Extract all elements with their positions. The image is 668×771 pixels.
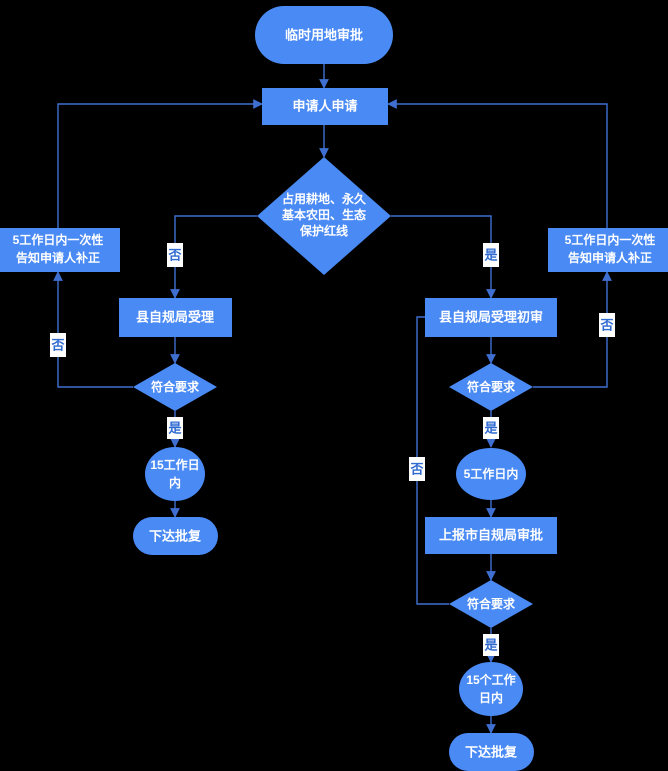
edge-label-left-meets-yes-bg xyxy=(167,417,183,439)
node-left-meets-requirements[interactable]: 符合要求 xyxy=(133,363,217,411)
node-right-notify-correct-line1: 5工作日内一次性 xyxy=(565,232,656,247)
node-county-bureau-accept-shape xyxy=(119,298,232,337)
node-left-fifteen-working-days[interactable]: 15工作日 内 xyxy=(145,447,205,501)
node-left-notify-correct-line2: 告知申请人补正 xyxy=(16,250,100,265)
node-county-bureau-accept-review[interactable]: 县自规局受理初审 xyxy=(425,298,557,337)
edge-label-left-meets-yes: 是 xyxy=(167,417,183,439)
connector-right-correct-to-apply xyxy=(387,99,608,228)
node-county-bureau-accept-review-shape xyxy=(425,298,557,337)
node-city-meets-requirements-shape xyxy=(449,580,533,628)
edge-label-decision-no-bg xyxy=(167,243,183,267)
node-city-meets-requirements-label: 符合要求 xyxy=(467,596,516,611)
node-county-bureau-accept-label: 县自规局受理 xyxy=(136,309,214,324)
node-left-notify-correct-line1: 5工作日内一次性 xyxy=(13,232,104,247)
node-report-city-bureau-approval-label: 上报市自规局审批 xyxy=(439,527,543,542)
node-decision-land-use-line1: 占用耕地、永久 xyxy=(282,191,367,206)
node-applicant-apply[interactable]: 申请人申请 xyxy=(262,88,388,125)
edge-label-city-meets-no-bg xyxy=(409,457,425,481)
node-right-notify-correct[interactable]: 5工作日内一次性 告知申请人补正 xyxy=(548,228,668,272)
node-report-city-bureau-approval-shape xyxy=(425,517,557,554)
node-left-meets-requirements-shape xyxy=(133,363,217,411)
node-left-fifteen-working-days-shape xyxy=(145,447,205,501)
node-left-issue-reply[interactable]: 下达批复 xyxy=(133,517,218,555)
edge-label-left-meets-no-bg xyxy=(50,333,66,357)
edge-label-left-meets-no: 否 xyxy=(50,333,66,357)
node-left-issue-reply-shape xyxy=(133,517,218,555)
connector-decision-no-to-county-accept xyxy=(170,215,257,299)
edge-label-right-meets-no: 否 xyxy=(599,313,615,337)
edge-label-right-meets-no-text: 否 xyxy=(599,317,613,332)
edge-label-city-meets-no-text: 否 xyxy=(409,461,423,476)
node-decision-land-use-shape xyxy=(257,157,391,275)
node-start-label: 临时用地审批 xyxy=(285,27,363,42)
connector-left-meets-no-to-correct xyxy=(53,271,133,388)
node-decision-land-use-line2: 基本农田、生态 xyxy=(281,207,366,222)
node-city-issue-reply-label: 下达批复 xyxy=(465,744,518,759)
node-right-meets-requirements-shape xyxy=(449,363,533,411)
edge-label-right-meets-no-bg xyxy=(599,313,615,337)
node-applicant-apply-label: 申请人申请 xyxy=(292,98,357,113)
node-county-bureau-accept-review-label: 县自规局受理初审 xyxy=(439,309,543,324)
edge-label-city-meets-yes: 是 xyxy=(483,634,499,656)
edge-label-right-meets-yes: 是 xyxy=(483,417,499,439)
node-county-bureau-accept[interactable]: 县自规局受理 xyxy=(119,298,232,337)
edge-label-decision-no: 否 xyxy=(167,243,183,267)
edge-label-decision-no-text: 否 xyxy=(167,247,181,262)
edge-label-city-meets-no: 否 xyxy=(409,457,425,481)
node-city-meets-requirements[interactable]: 符合要求 xyxy=(449,580,533,628)
node-city-issue-reply[interactable]: 下达批复 xyxy=(449,733,534,771)
node-right-five-working-days[interactable]: 5工作日内 xyxy=(456,448,526,500)
edge-label-decision-yes-bg xyxy=(483,243,499,267)
node-left-fifteen-working-days-line1: 15工作日 xyxy=(150,457,199,472)
edge-label-decision-yes: 是 xyxy=(483,243,499,267)
node-applicant-apply-shape xyxy=(262,88,388,125)
node-right-notify-correct-shape xyxy=(548,228,668,272)
connector-decision-yes-to-county-review xyxy=(391,215,496,299)
node-decision-land-use[interactable]: 占用耕地、永久 基本农田、生态 保护红线 xyxy=(257,157,391,275)
node-city-issue-reply-shape xyxy=(449,733,534,771)
node-city-fifteen-working-days-line1: 15个工作 xyxy=(466,672,515,687)
edge-label-left-meets-no-text: 否 xyxy=(50,337,64,352)
node-report-city-bureau-approval[interactable]: 上报市自规局审批 xyxy=(425,517,557,554)
connector-layer xyxy=(53,64,612,734)
node-start[interactable]: 临时用地审批 xyxy=(255,6,393,64)
node-right-five-working-days-line1: 5工作日内 xyxy=(464,466,519,481)
node-left-meets-requirements-label: 符合要求 xyxy=(151,379,200,394)
node-city-fifteen-working-days-line2: 日内 xyxy=(479,690,503,705)
node-right-notify-correct-line2: 告知申请人补正 xyxy=(568,250,652,265)
node-right-meets-requirements-label: 符合要求 xyxy=(467,379,516,394)
connector-left-correct-to-apply xyxy=(57,99,263,228)
node-right-five-working-days-shape xyxy=(456,448,526,500)
edge-label-city-meets-yes-bg xyxy=(483,634,499,656)
node-left-notify-correct-shape xyxy=(0,228,120,272)
node-city-fifteen-working-days-shape xyxy=(459,662,523,716)
node-city-fifteen-working-days[interactable]: 15个工作 日内 xyxy=(459,662,523,716)
node-decision-land-use-line3: 保护红线 xyxy=(299,223,348,238)
edge-label-left-meets-yes-text: 是 xyxy=(167,420,182,435)
edge-label-city-meets-yes-text: 是 xyxy=(483,637,498,652)
node-right-meets-requirements[interactable]: 符合要求 xyxy=(449,363,533,411)
node-start-shape xyxy=(255,6,393,64)
edge-label-right-meets-yes-bg xyxy=(483,417,499,439)
connector-right-meets-no-to-correct xyxy=(533,271,612,388)
edge-label-decision-yes-text: 是 xyxy=(483,247,498,262)
node-left-notify-correct[interactable]: 5工作日内一次性 告知申请人补正 xyxy=(0,228,120,272)
node-left-fifteen-working-days-line2: 内 xyxy=(169,475,181,490)
node-left-issue-reply-label: 下达批复 xyxy=(149,528,202,543)
edge-label-right-meets-yes-text: 是 xyxy=(483,420,498,435)
